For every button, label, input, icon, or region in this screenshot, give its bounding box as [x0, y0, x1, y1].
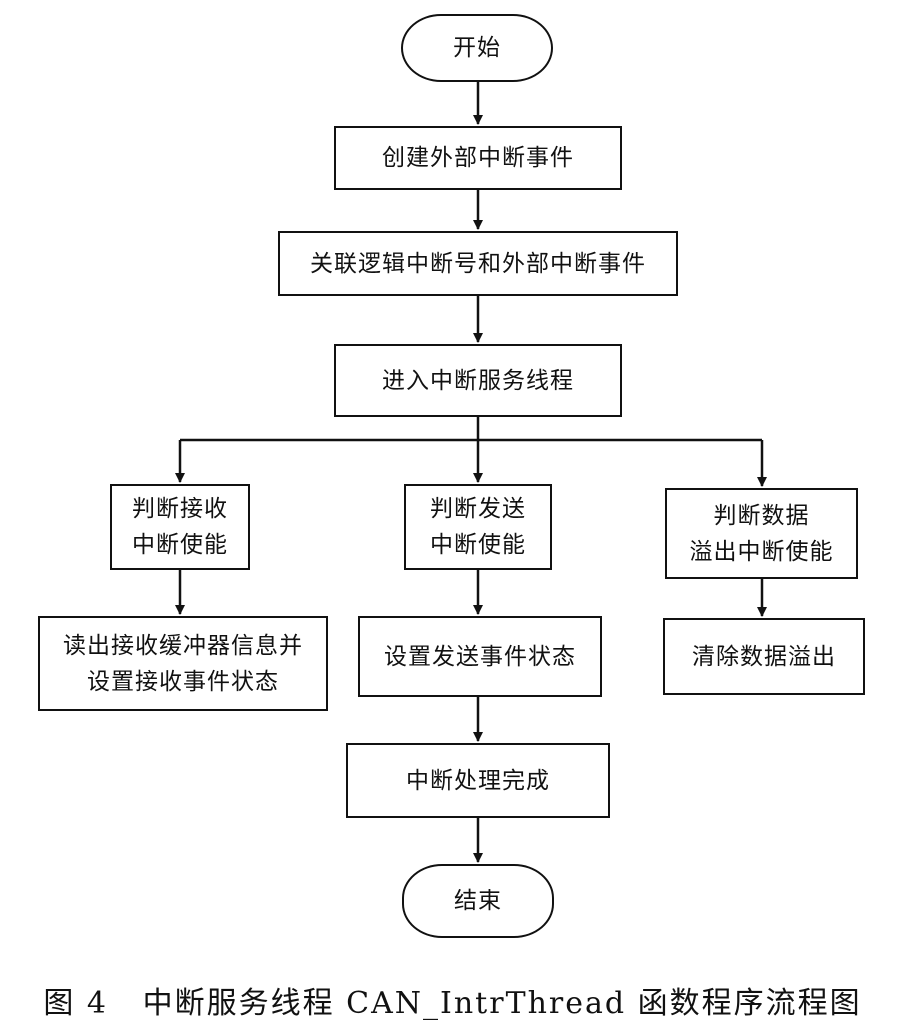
enter-interrupt-service-thread-node: 进入中断服务线程	[334, 344, 622, 417]
start-node: 开始	[401, 14, 553, 82]
read-rx-buffer-node: 读出接收缓冲器信息并 设置接收事件状态	[38, 616, 328, 711]
set-tx-event-state-node: 设置发送事件状态	[358, 616, 602, 697]
check-rx-interrupt-enable-node: 判断接收 中断使能	[110, 484, 250, 570]
associate-logical-irq-node: 关联逻辑中断号和外部中断事件	[278, 231, 678, 296]
end-node: 结束	[402, 864, 554, 938]
check-overflow-interrupt-enable-node: 判断数据 溢出中断使能	[665, 488, 858, 579]
figure-caption: 图 4 中断服务线程 CAN_IntrThread 函数程序流程图	[43, 986, 862, 1021]
clear-data-overflow-node: 清除数据溢出	[663, 618, 865, 695]
create-external-interrupt-event-node: 创建外部中断事件	[334, 126, 622, 190]
interrupt-processing-done-node: 中断处理完成	[346, 743, 610, 818]
check-tx-interrupt-enable-node: 判断发送 中断使能	[404, 484, 552, 570]
